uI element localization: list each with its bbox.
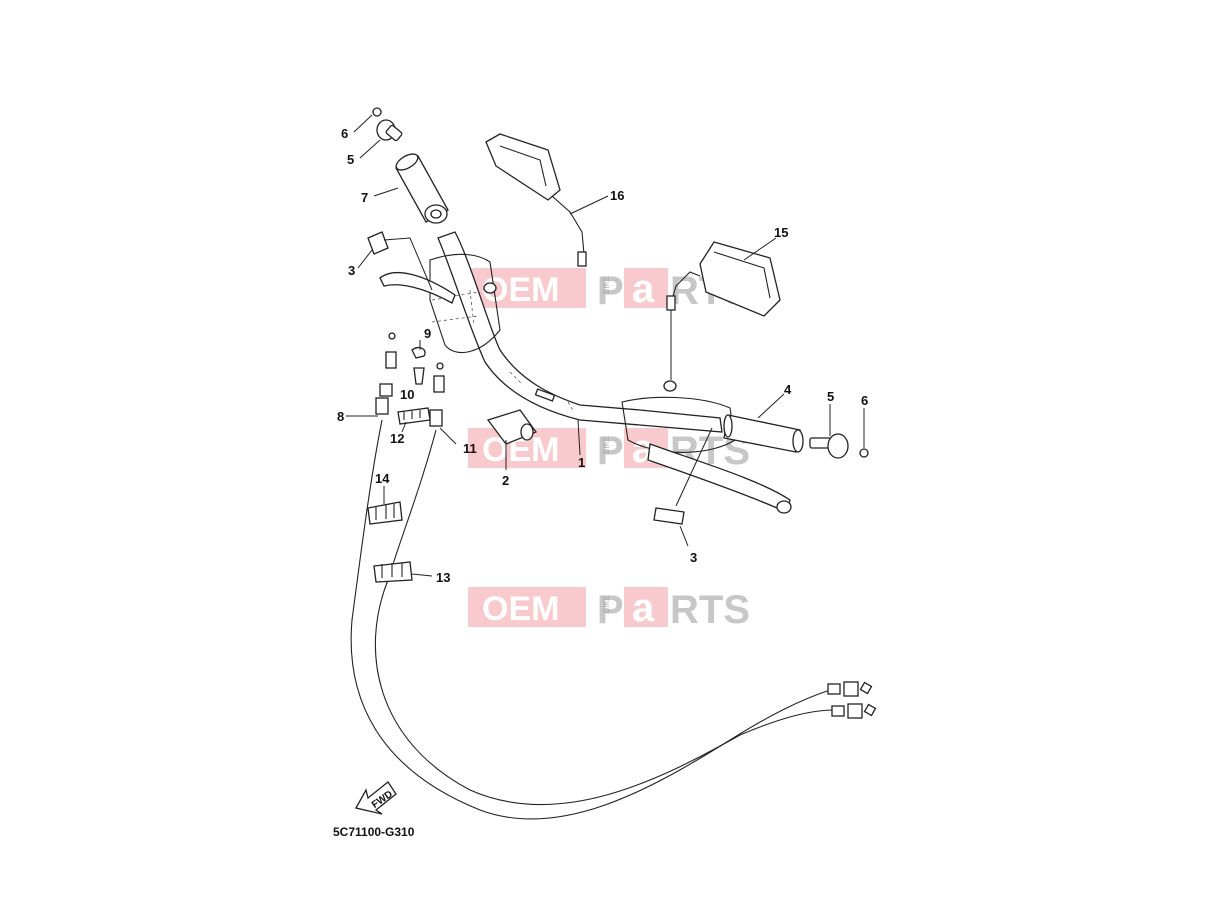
svg-text:RTS: RTS [670,588,750,632]
svg-text:BIKE: BIKE [602,276,611,294]
callout-5-right: 5 [827,389,834,404]
svg-text:BIKE: BIKE [602,595,611,613]
brake-lever-tip [776,500,792,514]
callout-3-left: 3 [348,263,355,278]
part-15-mirror-right [666,241,781,380]
part-16-mirror-left [485,133,587,267]
svg-text:P: P [597,588,624,632]
svg-text:a: a [632,586,655,630]
right-mirror-boss [663,380,677,392]
svg-text:BIKE: BIKE [602,436,611,454]
callout-labels: 1 2 3 3 4 5 5 6 6 7 8 9 10 11 12 13 14 1… [337,126,868,585]
fwd-arrow: FWD [355,781,397,815]
callout-4: 4 [784,382,792,397]
leader-lines [346,114,865,577]
callout-9: 9 [424,326,431,341]
watermark-bottom: OEM BIKE P a RTS [468,586,750,632]
part-13-cable-clamp [373,561,413,583]
callout-3-right: 3 [690,550,697,565]
part-5-bar-end-right [809,433,849,459]
part-6-screw-right [859,448,869,458]
callout-14: 14 [375,471,390,486]
callout-16: 16 [610,188,624,203]
part-3-cover-right [653,507,685,525]
part-4-throttle-grip [723,414,804,453]
callout-12: 12 [390,431,404,446]
diagram-code: 5C71100-G310 [333,825,415,839]
part-14-cable-clamp [367,501,403,525]
callout-10: 10 [400,387,414,402]
part-9-clip [411,346,426,359]
part-10-bolt [413,367,425,385]
throttle-cables [350,419,877,820]
callout-15: 15 [774,225,788,240]
clutch-lever [379,271,456,304]
left-switch-dashes [431,289,479,327]
part-2-bracket [486,409,538,445]
callout-7: 7 [361,190,368,205]
svg-text:OEM: OEM [482,590,559,628]
part-6-screw-left [372,107,382,117]
svg-text:a: a [632,267,655,311]
callout-5-left: 5 [347,152,354,167]
part-5-bar-end-left [376,119,403,142]
part-3-cover-left [367,231,389,255]
handlebar [437,231,723,433]
callout-6-right: 6 [861,393,868,408]
part-12-cable-clamp [397,407,431,425]
callout-13: 13 [436,570,450,585]
part-7-grip-left [395,153,449,224]
callout-11: 11 [463,441,477,456]
callout-8: 8 [337,409,344,424]
svg-text:P: P [597,429,624,473]
left-switch-housing [429,253,501,353]
svg-text:P: P [597,269,624,313]
left-mirror-boss [483,282,497,294]
cable-fittings [375,332,445,427]
callout-6-left: 6 [341,126,348,141]
callout-2: 2 [502,473,509,488]
callout-1: 1 [578,455,585,470]
